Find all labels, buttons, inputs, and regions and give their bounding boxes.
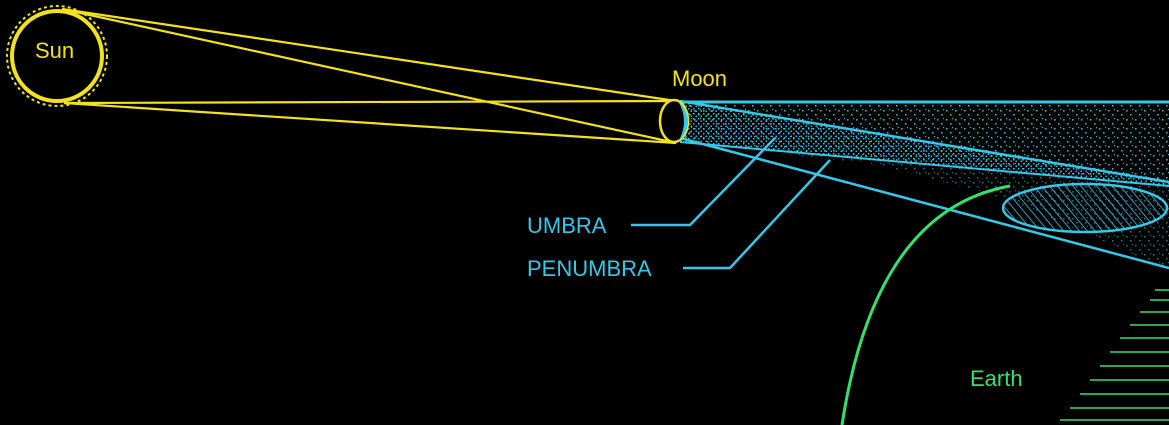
moon-disc — [660, 100, 688, 142]
leader-lines — [631, 138, 830, 268]
earth-label: Earth — [970, 366, 1023, 391]
penumbra-leader-line — [683, 160, 830, 268]
penumbra-label: PENUMBRA — [527, 256, 652, 281]
sun-label: Sun — [35, 38, 74, 63]
moon-label: Moon — [672, 66, 727, 91]
umbra-leader-line — [631, 138, 775, 225]
eclipse-shadow-on-earth — [1003, 184, 1167, 232]
umbra-label: UMBRA — [527, 213, 607, 238]
sun-rays — [62, 9, 676, 143]
moon — [660, 100, 688, 142]
earth-terminator-shading — [1060, 290, 1169, 420]
